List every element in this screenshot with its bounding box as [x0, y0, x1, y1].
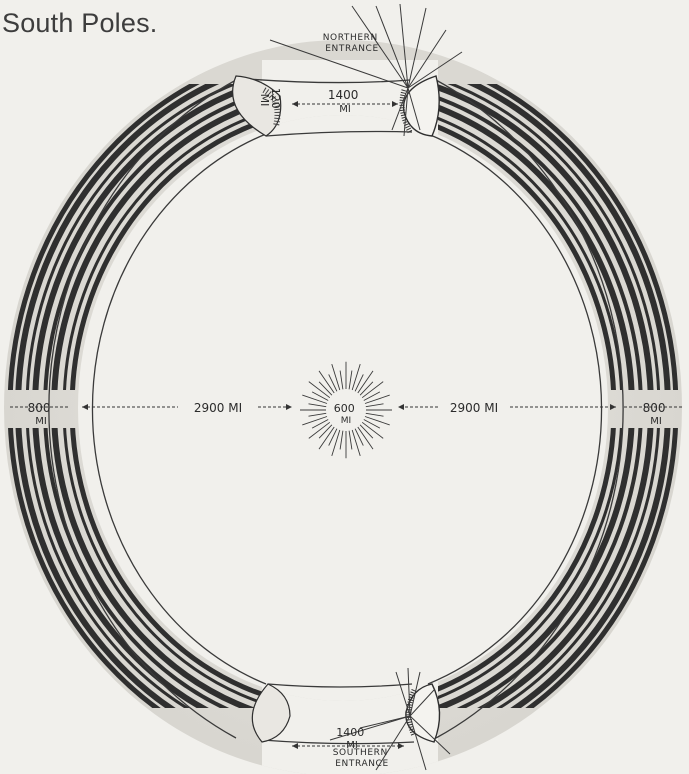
left-radius-label: 2900 MI	[194, 401, 242, 415]
sun-ray	[340, 431, 343, 450]
sun-ray	[366, 404, 384, 407]
sun-ray	[340, 371, 343, 390]
south-tunnel-top	[268, 684, 412, 687]
sun-ray	[332, 364, 340, 390]
sun-ray	[332, 430, 340, 456]
sun-ray	[360, 425, 373, 438]
sun-ray	[309, 404, 327, 407]
sun-ray	[352, 430, 360, 456]
sun-ray	[365, 395, 390, 403]
central-sun-label: 600 MI	[334, 402, 359, 426]
sun-ray	[319, 425, 332, 438]
sun-ray	[365, 417, 390, 425]
sun-ray	[309, 413, 327, 416]
arrowhead	[286, 404, 292, 410]
sun-ray	[366, 413, 384, 416]
sun-ray	[349, 431, 352, 450]
sun-ray	[302, 417, 327, 425]
sun-ray	[360, 382, 373, 395]
sun-ray	[302, 395, 327, 403]
southern-entrance-label: SOUTHERN ENTRANCE	[333, 748, 392, 769]
right-radius-label: 2900 MI	[450, 401, 498, 415]
sun-ray	[352, 364, 360, 390]
arrowhead	[82, 404, 88, 410]
north-tunnel-bottom	[266, 132, 412, 137]
sun-ray	[349, 371, 352, 390]
sun-ray	[319, 382, 332, 395]
northern-entrance-label: NORTHERN ENTRANCE	[323, 33, 382, 54]
arrowhead	[398, 404, 404, 410]
